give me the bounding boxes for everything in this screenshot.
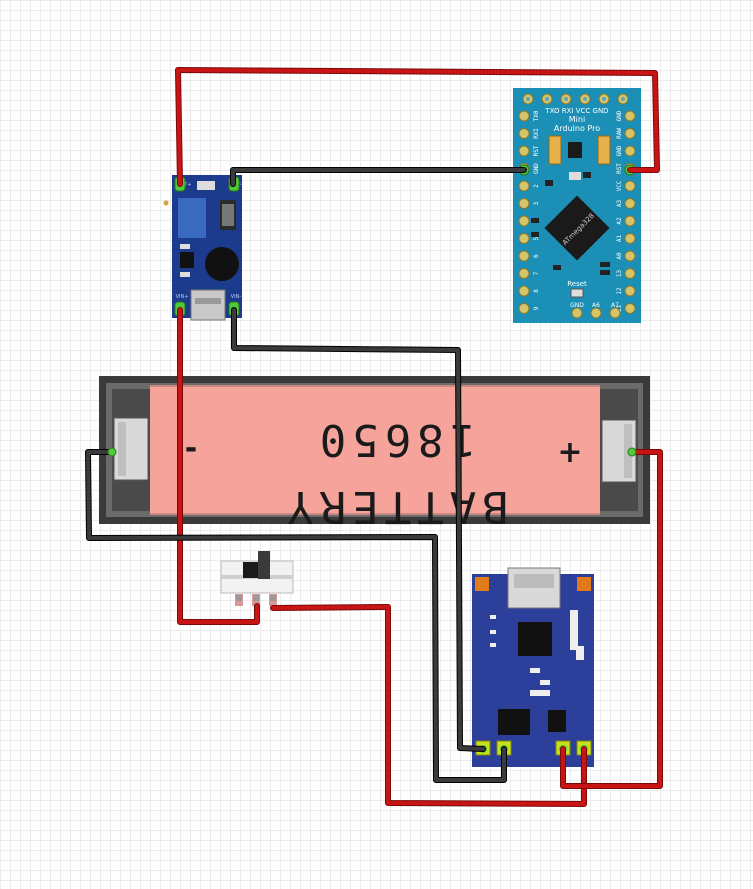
arduino-right-pin-label: 13 [616,270,623,278]
wire-endpoints [107,447,637,457]
arduino-reset-label: Reset [567,280,587,288]
switch-slider [258,551,270,579]
arduino-top-row-labels: TXO RXI VCC GND [544,107,608,115]
arduino-left-pin-label: RST [533,145,540,156]
battery-minus-symbol: - [185,431,197,466]
arduino-right-pin [624,285,636,297]
arduino-right-pin-label: A3 [616,200,623,208]
arduino-right-pin [624,215,636,227]
boost-vin-minus-label: VIN- [231,294,242,300]
arduino-bottom-a7: A7 [611,302,619,309]
slide-switch[interactable] [220,551,294,606]
wire-boost-vin-plus-to-switch [178,308,259,624]
atmega-chip [544,195,610,261]
boost-vin-plus-label: VIN+ [176,294,189,300]
arduino-right-pin [624,145,636,157]
arduino-right-pin-label: RAW [616,128,623,139]
charger-module [472,567,594,767]
arduino-left-pin [518,250,530,262]
wire-boost-vin-minus-to-charger [232,308,485,751]
arduino-left-pin-label: 3 [533,201,540,205]
arduino-right-pin-label: A1 [616,235,623,243]
arduino-right-pin-label: 12 [616,287,623,295]
arduino-right-pin [624,303,636,314]
wire-boost-gnd-to-arduino-gnd [231,168,526,186]
arduino-left-pin-label: 8 [533,289,540,293]
arduino-left-pin-label: GND [533,163,540,174]
arduino-right-pin-label: A0 [616,252,623,260]
wires [85,67,663,807]
arduino-right-pin-label: GND [616,110,623,121]
arduino-right-pin [624,110,636,122]
arduino-right-pin [624,180,636,192]
battery-label: BATTERY [281,481,508,532]
arduino-right-pin [624,268,636,279]
arduino-right-pin-label: VCC [616,180,623,191]
arduino-right-pin [624,250,636,262]
wire-boost-out-to-arduino-vcc [176,68,659,186]
arduino-left-pin-label: 9 [533,306,540,310]
arduino-left-pin-label: 6 [533,254,540,258]
boost-usb-port [190,289,226,321]
arduino-right-pin-label: A2 [616,217,623,225]
wire-battery-plus-to-charger [561,450,662,788]
battery-model: 18650 [314,414,476,465]
wire-battery-minus-to-charger [86,450,506,782]
arduino-left-pin [518,233,530,244]
battery-cell [150,386,600,514]
arduino-left-pin-label: RXI [533,128,540,139]
arduino-left-pin [518,110,530,122]
arduino-left-pin-label: 5 [533,236,540,240]
arduino-left-pin-label: 2 [533,184,540,188]
arduino-left-pin-label: TX0 [533,110,540,121]
arduino-right-pin [624,233,636,244]
arduino-left-pin [518,180,530,192]
arduino-name-line2: Arduino Pro [554,124,600,133]
arduino-right-pin-label: 11 [616,305,623,313]
boost-converter: OUT+ OUT- VIN+ VIN- [163,175,242,321]
reset-button [570,288,584,298]
arduino-name-line1: Mini [569,115,585,124]
arduino-left-pin-label: 7 [533,271,540,275]
battery-holder: BATTERY 18650 - + [99,376,650,532]
arduino-left-pin [518,268,530,279]
battery-plus-symbol: + [557,435,582,470]
arduino-bottom-a6: A6 [592,302,600,309]
arduino-left-pin [518,215,530,227]
arduino-left-pin [518,128,530,139]
arduino-left-pin [518,303,530,314]
arduino-left-pin [518,198,530,209]
arduino-right-pin [624,128,636,139]
arduino-right-pin-label: GND [616,145,623,156]
arduino-left-pin [518,145,530,157]
arduino-bottom-gnd: GND [570,302,584,309]
arduino-left-pin [518,285,530,297]
arduino-right-pin [624,198,636,209]
arduino-right-pin-label: RST [616,163,623,174]
